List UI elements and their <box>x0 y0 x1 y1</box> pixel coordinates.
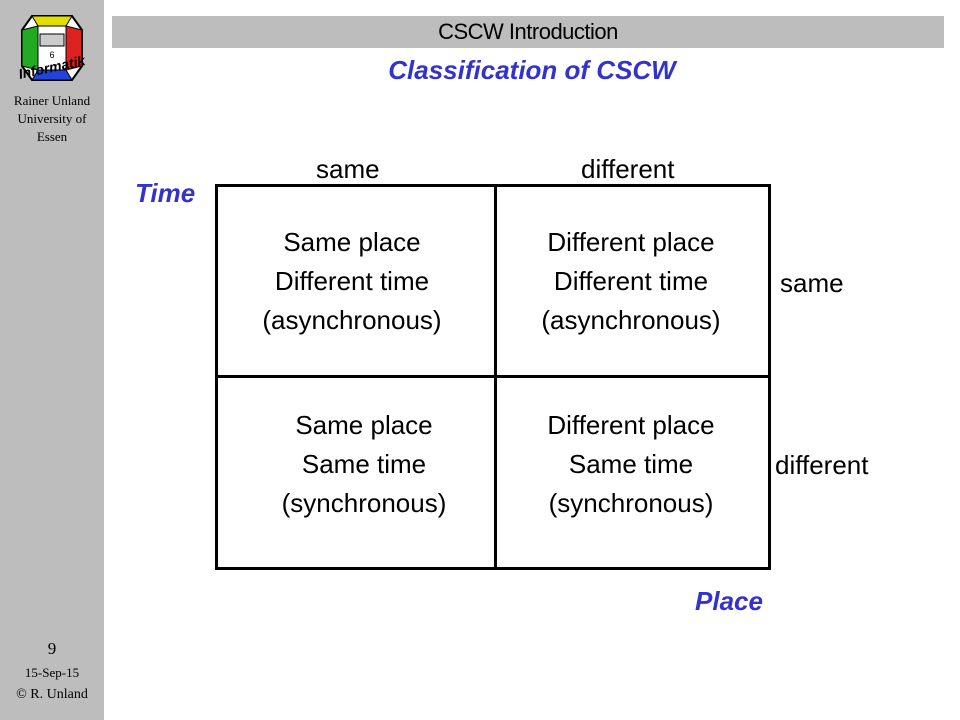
cell-bottom-left: Same place Same time (synchronous) <box>234 406 494 523</box>
cell-top-left: Same place Different time (asynchronous) <box>222 223 482 340</box>
author-affiliation-2: Essen <box>36 129 68 144</box>
cell-line: (synchronous) <box>548 488 714 518</box>
cell-line: Same place <box>283 227 421 257</box>
author-affiliation-1: University of <box>17 111 87 126</box>
informatik-logo: 6 Informatik <box>17 15 88 82</box>
cell-line: Same place <box>295 410 433 440</box>
cell-top-right: Different place Different time (asynchro… <box>500 223 762 340</box>
copyright: © R. Unland <box>16 687 88 702</box>
header-bar <box>112 16 944 48</box>
cell-line: Different time <box>553 266 709 296</box>
cell-line: Different place <box>547 410 715 440</box>
header-title: CSCW Introduction <box>438 19 618 44</box>
cell-line: (asynchronous) <box>262 305 442 335</box>
row-label-different: different <box>775 450 869 480</box>
cell-line: Same time <box>301 449 427 479</box>
cell-line: (synchronous) <box>281 488 447 518</box>
slide-title: Classification of CSCW <box>388 55 676 85</box>
row-label-same: same <box>780 268 844 298</box>
cell-line: Different place <box>547 227 715 257</box>
slide-date: 15-Sep-15 <box>24 665 80 680</box>
author-block: Rainer Unland University of Essen <box>0 92 104 146</box>
matrix-divider-horizontal <box>215 375 771 378</box>
cell-line: (asynchronous) <box>541 305 721 335</box>
time-axis-title: Time <box>135 178 196 208</box>
column-label-same: same <box>316 154 380 184</box>
place-axis-title: Place <box>695 586 763 616</box>
classification-matrix <box>215 184 771 570</box>
column-label-different: different <box>581 154 675 184</box>
page-number: 9 <box>47 639 57 658</box>
logo-number: 6 <box>49 50 54 60</box>
sidebar: 6 Informatik Rainer Unland University of… <box>0 0 104 720</box>
matrix-border-bottom <box>215 567 771 570</box>
author-name: Rainer Unland <box>13 93 91 108</box>
cell-line: Different time <box>274 266 430 296</box>
cell-line: Same time <box>568 449 694 479</box>
matrix-border-top <box>215 184 771 187</box>
cell-bottom-right: Different place Same time (synchronous) <box>500 406 762 523</box>
